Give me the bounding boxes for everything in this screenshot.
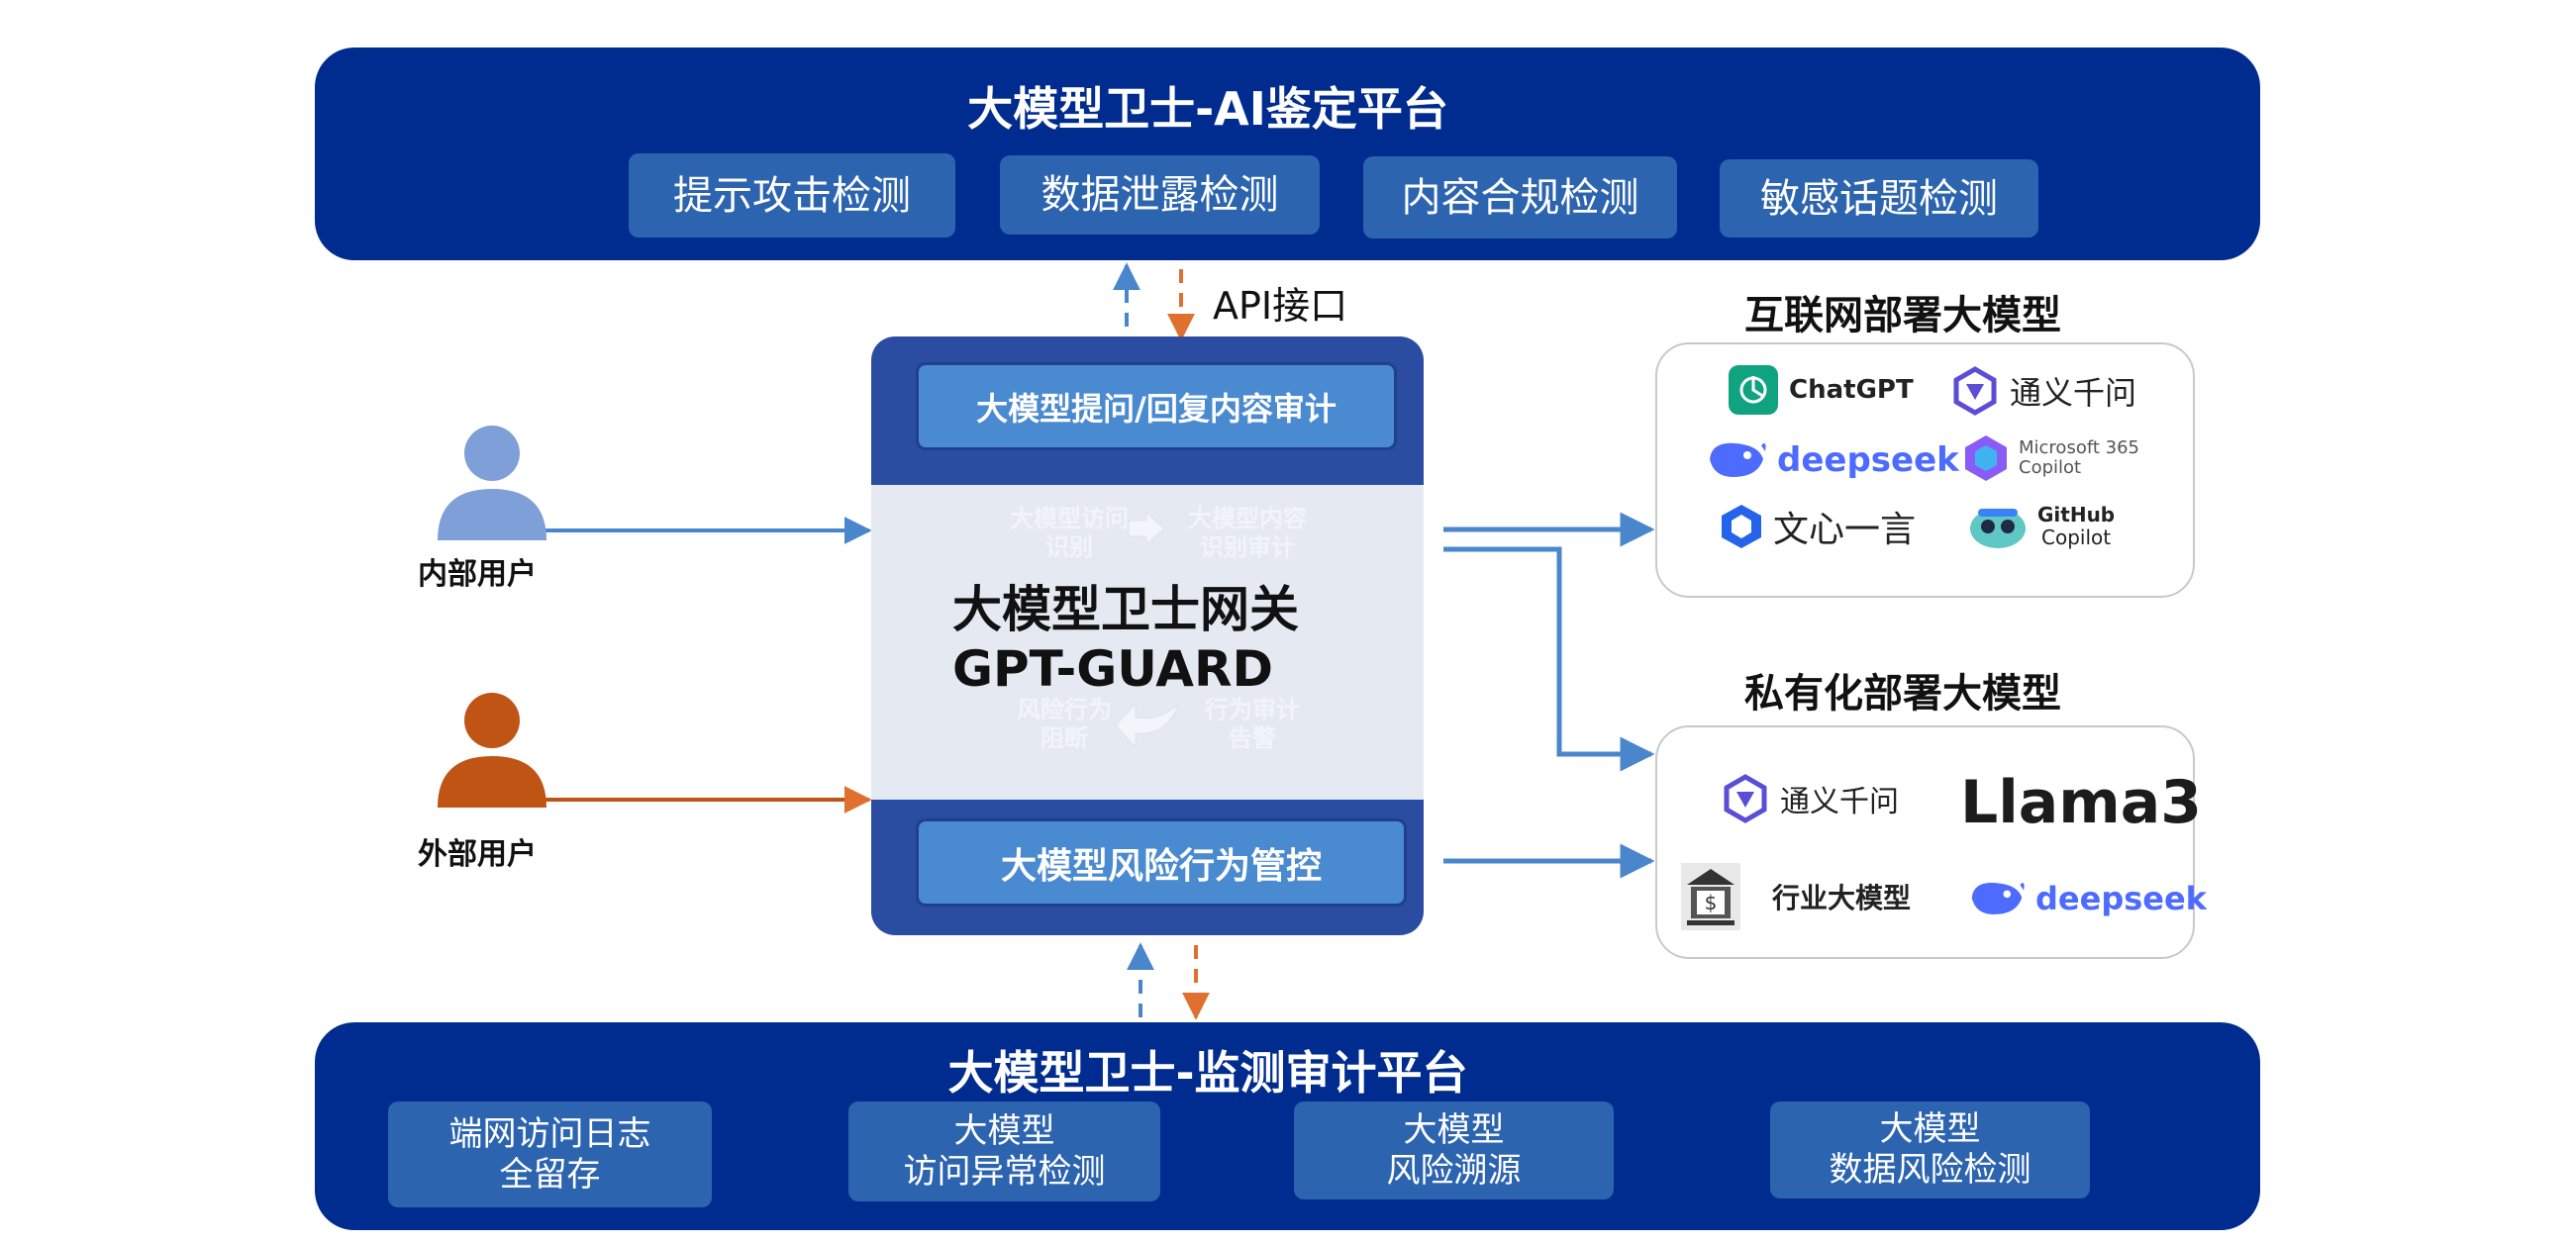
deepseek-logo: deepseek <box>1706 437 1959 483</box>
github-label-line1: GitHub <box>2037 503 2116 527</box>
gateway-to-private-arrow <box>1443 546 1655 772</box>
github-label-line2: Copilot <box>2041 526 2112 549</box>
prompt-attack-module: 提示攻击检测 <box>629 153 955 238</box>
content-audit-bar: 大模型提问/回复内容审计 <box>916 362 1397 450</box>
access-log-module: 端网访问日志 全留存 <box>388 1101 712 1207</box>
deepseek-icon <box>1710 442 1766 477</box>
industry-model-logo: $ 行业大模型 <box>1681 863 1911 930</box>
wenxin-logo: 文心一言 <box>1720 501 1916 552</box>
sensitive-topic-module: 敏感话题检测 <box>1720 159 2038 238</box>
deepseek-label: deepseek <box>1777 440 1959 480</box>
svg-text:$: $ <box>1705 891 1718 914</box>
copilot-icon <box>1965 435 2007 481</box>
private-tongyi-logo: 通义千问 <box>1721 774 1899 823</box>
tongyi-label: 通义千问 <box>2010 374 2137 412</box>
private-deepseek-icon <box>1971 882 2025 914</box>
monitor-platform-title: 大模型卫士-监测审计平台 <box>947 1046 1468 1100</box>
gateway-watermark: 风险行为阻断 <box>1017 696 1112 752</box>
wenxin-label: 文心一言 <box>1773 510 1917 550</box>
private-tongyi-icon <box>1724 774 1767 823</box>
chatgpt-label: ChatGPT <box>1789 375 1914 405</box>
copilot-label-line2: Copilot <box>2019 457 2082 478</box>
github-copilot-icon <box>1970 509 2026 548</box>
copilot365-logo: Microsoft 365 Copilot <box>1963 433 2139 483</box>
external-user-label: 外部用户 <box>418 837 537 872</box>
private-deepseek-logo: deepseek <box>1968 877 2207 920</box>
gateway-watermark: 大模型内容识别审计 <box>1188 505 1307 561</box>
llama-logo: Llama3 <box>1960 768 2202 837</box>
access-anomaly-module: 大模型 访问异常检测 <box>848 1101 1160 1201</box>
risk-trace-module: 大模型 风险溯源 <box>1294 1101 1614 1199</box>
data-risk-module: 大模型 数据风险检测 <box>1770 1101 2090 1198</box>
private-tongyi-label: 通义千问 <box>1780 785 1899 819</box>
content-compliance-module: 内容合规检测 <box>1363 156 1677 239</box>
wenxin-icon <box>1722 505 1761 548</box>
internal-user-icon <box>438 426 546 540</box>
github-copilot-logo: GitHub Copilot <box>1968 503 2115 550</box>
private-deepseek-label: deepseek <box>2035 880 2207 917</box>
risk-control-bar: 大模型风险行为管控 <box>916 818 1407 907</box>
gateway-subtitle: GPT-GUARD <box>952 640 1273 698</box>
api-label: API接口 <box>1213 284 1348 328</box>
tongyi-icon <box>1953 366 1997 416</box>
flow-arrow-icon <box>1128 511 1165 546</box>
ai-platform-title: 大模型卫士-AI鉴定平台 <box>967 82 1448 136</box>
private-models-title: 私有化部署大模型 <box>1744 671 2061 717</box>
tongyi-logo: 通义千问 <box>1950 366 2136 416</box>
gateway-watermark: 行为审计告警 <box>1205 696 1300 752</box>
chatgpt-logo: ChatGPT <box>1728 364 1914 416</box>
gateway-title: 大模型卫士网关 <box>952 581 1299 638</box>
data-leak-module: 数据泄露检测 <box>1000 155 1320 235</box>
chatgpt-icon <box>1729 365 1778 415</box>
internet-models-title: 互联网部署大模型 <box>1744 293 2061 338</box>
internal-user-label: 内部用户 <box>418 557 537 592</box>
bank-icon: $ <box>1681 863 1740 930</box>
industry-model-label: 行业大模型 <box>1772 882 1912 914</box>
external-user-icon <box>438 693 546 808</box>
gateway-watermark: 大模型访问识别 <box>1010 505 1129 561</box>
private-models-panel <box>1655 725 2195 959</box>
llama-label: Llama3 <box>1960 768 2203 837</box>
copilot-label-line1: Microsoft 365 <box>2019 437 2139 459</box>
flow-return-icon <box>1115 702 1180 749</box>
